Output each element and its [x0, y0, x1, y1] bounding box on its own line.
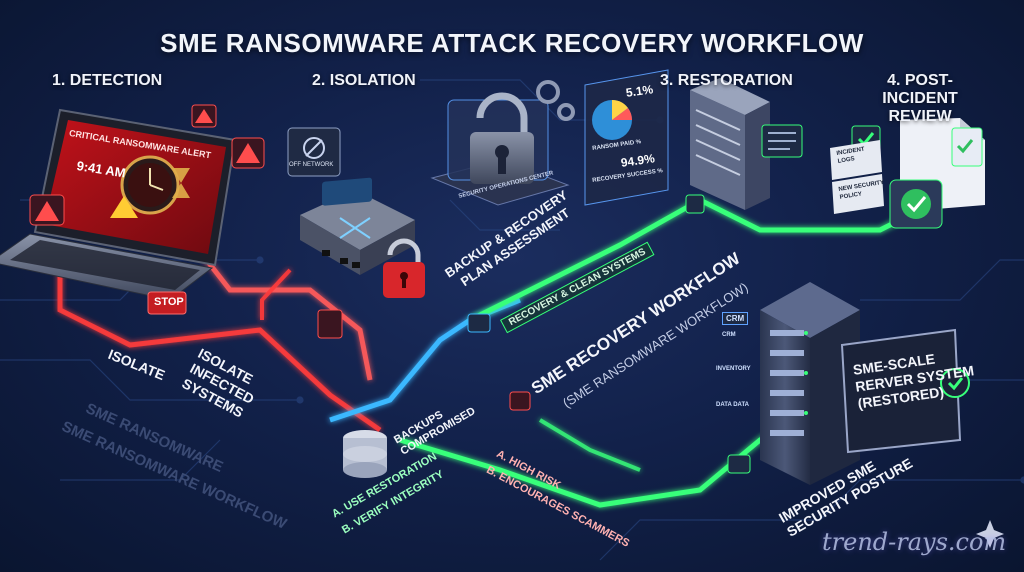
server-tag-inventory: INVENTORY	[716, 366, 751, 372]
step-post-incident-line2: REVIEW	[888, 108, 952, 125]
database-icon	[343, 430, 387, 478]
step-post-incident-line1: 4. POST-INCIDENT	[882, 72, 958, 107]
gear-icon	[536, 80, 575, 121]
circuit-traces	[0, 79, 1024, 561]
server-tag-data: DATA DATA	[716, 402, 749, 408]
laptop-icon	[0, 108, 237, 301]
network-switch-icon	[300, 177, 415, 275]
restored-system-panel	[840, 328, 970, 454]
sparkle-icon	[976, 520, 1004, 548]
code-tag-icon	[467, 194, 751, 474]
off-network-label: OFF NETWORK	[289, 162, 334, 168]
stats-panel	[584, 69, 669, 206]
stop-label: STOP	[154, 296, 184, 308]
step-restoration: 3. RESTORATION	[660, 72, 793, 89]
warning-icon	[29, 104, 343, 339]
blue-path	[329, 297, 521, 423]
report-docs-icon	[830, 118, 985, 229]
server-tag-crm: CRM	[722, 312, 749, 325]
server-tag-crm-2: CRM	[722, 332, 736, 338]
arrows-icon	[339, 217, 371, 239]
backup-server-icon	[690, 78, 803, 210]
step-isolation: 2. ISOLATION	[312, 72, 416, 89]
server-rack-icon	[760, 282, 860, 485]
off-network-badge	[287, 127, 341, 177]
step-detection: 1. DETECTION	[52, 72, 163, 89]
site-watermark: trend-rays.com	[822, 528, 1007, 556]
security-lock-icon	[430, 92, 570, 206]
page-title: SME RANSOMWARE ATTACK RECOVERY WORKFLOW	[160, 28, 864, 58]
stop-sign-icon	[147, 291, 187, 315]
step-post-incident: 4. POST-INCIDENT REVIEW	[850, 72, 990, 126]
red-lock-icon	[383, 238, 425, 298]
